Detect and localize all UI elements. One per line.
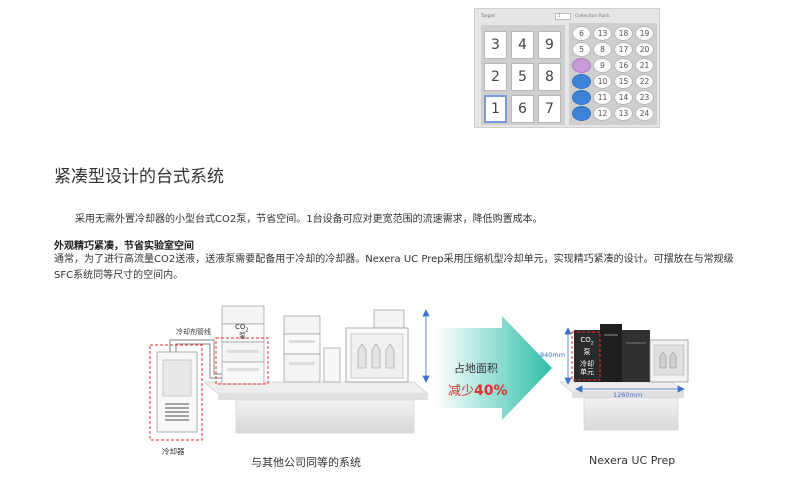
- arrow-label-reduction-value: 40%: [474, 383, 508, 399]
- vial[interactable]: 13: [614, 106, 633, 121]
- right-system-caption: Nexera UC Prep: [589, 454, 676, 467]
- rack-slot-6[interactable]: 6: [511, 95, 534, 123]
- vial[interactable]: 24: [635, 106, 654, 121]
- vial[interactable]: 5: [572, 42, 591, 57]
- rack-slot-3[interactable]: 3: [484, 31, 507, 59]
- feature-paragraph-line-1: 通常，为了进行高流量CO2送液，送液泵需要配备用于冷却的冷却器。Nexera U…: [54, 254, 734, 265]
- vial[interactable]: 10: [593, 74, 612, 89]
- width-dimension-label: 1260mm: [613, 391, 643, 399]
- feature-paragraph: 通常，为了进行高流量CO2送液，送液泵需要配备用于冷却的冷却器。Nexera U…: [54, 252, 794, 284]
- vial[interactable]: 19: [635, 26, 654, 41]
- co2-pump-label: CO2: [235, 323, 249, 333]
- vial[interactable]: 6: [572, 26, 591, 41]
- rack-collection-label: Collection Rack: [575, 14, 610, 19]
- vial[interactable]: 16: [614, 58, 633, 73]
- rack-slot-grid: 3 4 9 2 5 8 1 6 7: [481, 25, 565, 125]
- chiller-highlight-box: [149, 344, 203, 441]
- integrated-unit-highlight-box: [571, 331, 601, 381]
- vial-filled[interactable]: [572, 106, 591, 121]
- co2-pump-label-pump: 泵: [239, 332, 246, 340]
- chiller-label: 冷却器: [162, 447, 185, 456]
- co2-pump-stack: [221, 305, 265, 385]
- hplc-module-stack: [283, 315, 341, 383]
- vial-selected[interactable]: [572, 58, 591, 73]
- right-co2-label-pump: 泵: [583, 348, 591, 357]
- right-co2-label-sub: 2: [590, 341, 594, 347]
- vial[interactable]: 20: [635, 42, 654, 57]
- vial[interactable]: 15: [614, 74, 633, 89]
- reduction-arrow: [436, 316, 552, 420]
- arrow-label-reduction-prefix: 减少: [448, 384, 475, 399]
- fraction-collector: [345, 309, 409, 383]
- feature-title: 外观精巧紧凑，节省实验室空间: [54, 241, 194, 252]
- nexera-uc-prep-unit: [574, 324, 689, 383]
- rack-slot-9[interactable]: 9: [538, 31, 561, 59]
- vial[interactable]: 8: [593, 42, 612, 57]
- rack-slot-8[interactable]: 8: [538, 63, 561, 91]
- vial[interactable]: 23: [635, 90, 654, 105]
- arrow-label-reduction: 减少40%: [448, 380, 508, 399]
- collection-rack-panel: Target 1 Collection Rack 3 4 9 2 5 8 1 6…: [474, 8, 660, 128]
- right-cooling-unit-label: 冷却单元: [576, 360, 598, 376]
- rack-slot-5[interactable]: 5: [511, 63, 534, 91]
- rack-target-select[interactable]: 1: [555, 13, 571, 20]
- comparison-drawing: [149, 305, 689, 441]
- feature-paragraph-line-2: SFC系统同等尺寸的空间内。: [54, 270, 184, 281]
- footprint-comparison-illustration: 冷却剂管线 CO2 泵 冷却器 与其他公司同等的系统 占地面积 减少40% CO…: [0, 290, 800, 481]
- rack-header: Target 1 Collection Rack: [479, 12, 655, 22]
- co2-pump-label-sub: 2: [245, 327, 249, 334]
- left-system-caption: 与其他公司同等的系统: [251, 456, 361, 469]
- intro-paragraph: 采用无需外置冷却器的小型台式CO2泵，节省空间。1台设备可应对更宽范围的流速需求…: [75, 214, 543, 225]
- vial-grid: 6 13 18 19 5 8 17 20 9 16 21 10 15 22 11…: [569, 23, 657, 125]
- arrow-label-footprint: 占地面积: [454, 362, 498, 375]
- left-height-dimension: [422, 309, 430, 383]
- vial[interactable]: 11: [593, 90, 612, 105]
- right-height-dimension: [564, 327, 572, 385]
- vial[interactable]: 17: [614, 42, 633, 57]
- vial[interactable]: 14: [614, 90, 633, 105]
- right-cool-label-line1: 冷却: [580, 360, 594, 368]
- right-cool-label-line2: 单元: [580, 368, 594, 376]
- chiller-unit: [156, 351, 198, 433]
- height-dimension-label: 840mm: [540, 351, 566, 359]
- vial[interactable]: 12: [593, 106, 612, 121]
- rack-header-label: Target: [481, 14, 495, 19]
- section-title: 紧凑型设计的台式系统: [54, 167, 224, 187]
- left-lab-bench: [202, 381, 430, 434]
- rack-slot-4[interactable]: 4: [511, 31, 534, 59]
- vial[interactable]: 21: [635, 58, 654, 73]
- rack-slot-2[interactable]: 2: [484, 63, 507, 91]
- right-co2-label-co: CO: [580, 336, 591, 344]
- vial[interactable]: 9: [593, 58, 612, 73]
- vial[interactable]: 18: [614, 26, 633, 41]
- coolant-lines: [169, 339, 222, 379]
- co2-pump-label-co: CO: [235, 323, 246, 331]
- vial-filled[interactable]: [572, 74, 591, 89]
- co2-pump-highlight-box: [215, 337, 269, 385]
- rack-slot-1[interactable]: 1: [484, 95, 507, 123]
- right-lab-bench: [558, 381, 686, 431]
- coolant-line-label: 冷却剂管线: [176, 328, 211, 336]
- vial-filled[interactable]: [572, 90, 591, 105]
- vial[interactable]: 13: [593, 26, 612, 41]
- vial[interactable]: 22: [635, 74, 654, 89]
- right-width-dimension: [575, 385, 685, 393]
- rack-slot-7[interactable]: 7: [538, 95, 561, 123]
